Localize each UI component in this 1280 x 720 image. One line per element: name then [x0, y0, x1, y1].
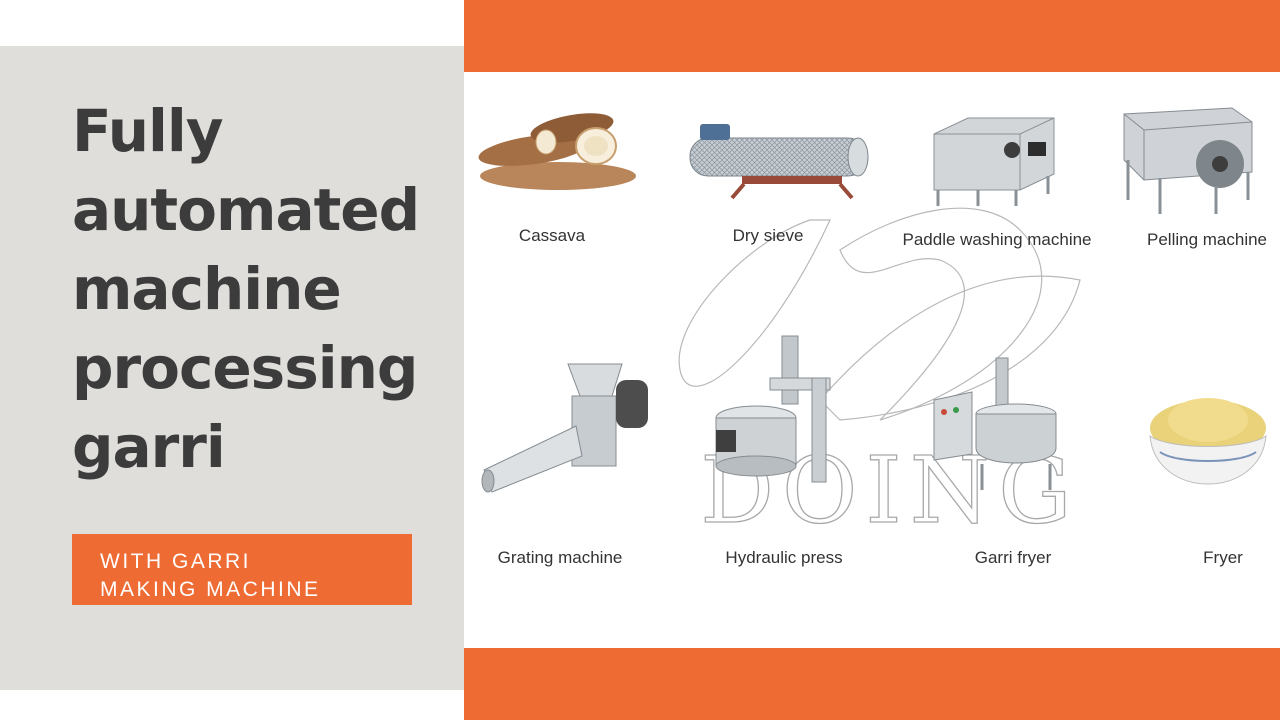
caption-dry-sieve: Dry sieve: [732, 226, 804, 245]
caption-hydraulic-press: Hydraulic press: [725, 548, 843, 567]
hydraulic-press-icon: [715, 335, 831, 483]
headline-line: Fully: [72, 97, 224, 165]
caption-pelling-machine: Pelling machine: [1146, 230, 1268, 249]
headline: Fully automated machine processing garri: [72, 92, 452, 487]
headline-line: automated: [72, 176, 420, 244]
headline-line: machine: [72, 255, 342, 323]
cassava-icon: [478, 113, 636, 190]
caption-garri-fryer: Garri fryer: [974, 548, 1052, 567]
cta-line: WITH GARRI: [100, 550, 251, 573]
pelling-machine-icon: [1123, 107, 1253, 214]
caption-paddle-washing-machine: Paddle washing machine: [902, 230, 1092, 249]
cta-banner: WITH GARRI MAKING MACHINE: [72, 534, 412, 605]
caption-grating-machine: Grating machine: [497, 548, 623, 567]
caption-cassava: Cassava: [518, 226, 586, 245]
headline-line: processing: [72, 334, 418, 402]
paddle-washing-machine-icon: [933, 117, 1055, 206]
grating-machine-icon: [481, 363, 648, 493]
top-accent-bar: [464, 0, 1280, 72]
caption-fryer: Fryer: [1203, 548, 1243, 567]
dry-sieve-icon: [689, 124, 869, 200]
headline-line: garri: [72, 413, 226, 481]
cta-line: MAKING MACHINE: [100, 578, 321, 601]
bottom-accent-bar: [464, 648, 1280, 720]
garri-bowl-icon: [1149, 398, 1267, 485]
garri-fryer-icon: [933, 357, 1057, 490]
